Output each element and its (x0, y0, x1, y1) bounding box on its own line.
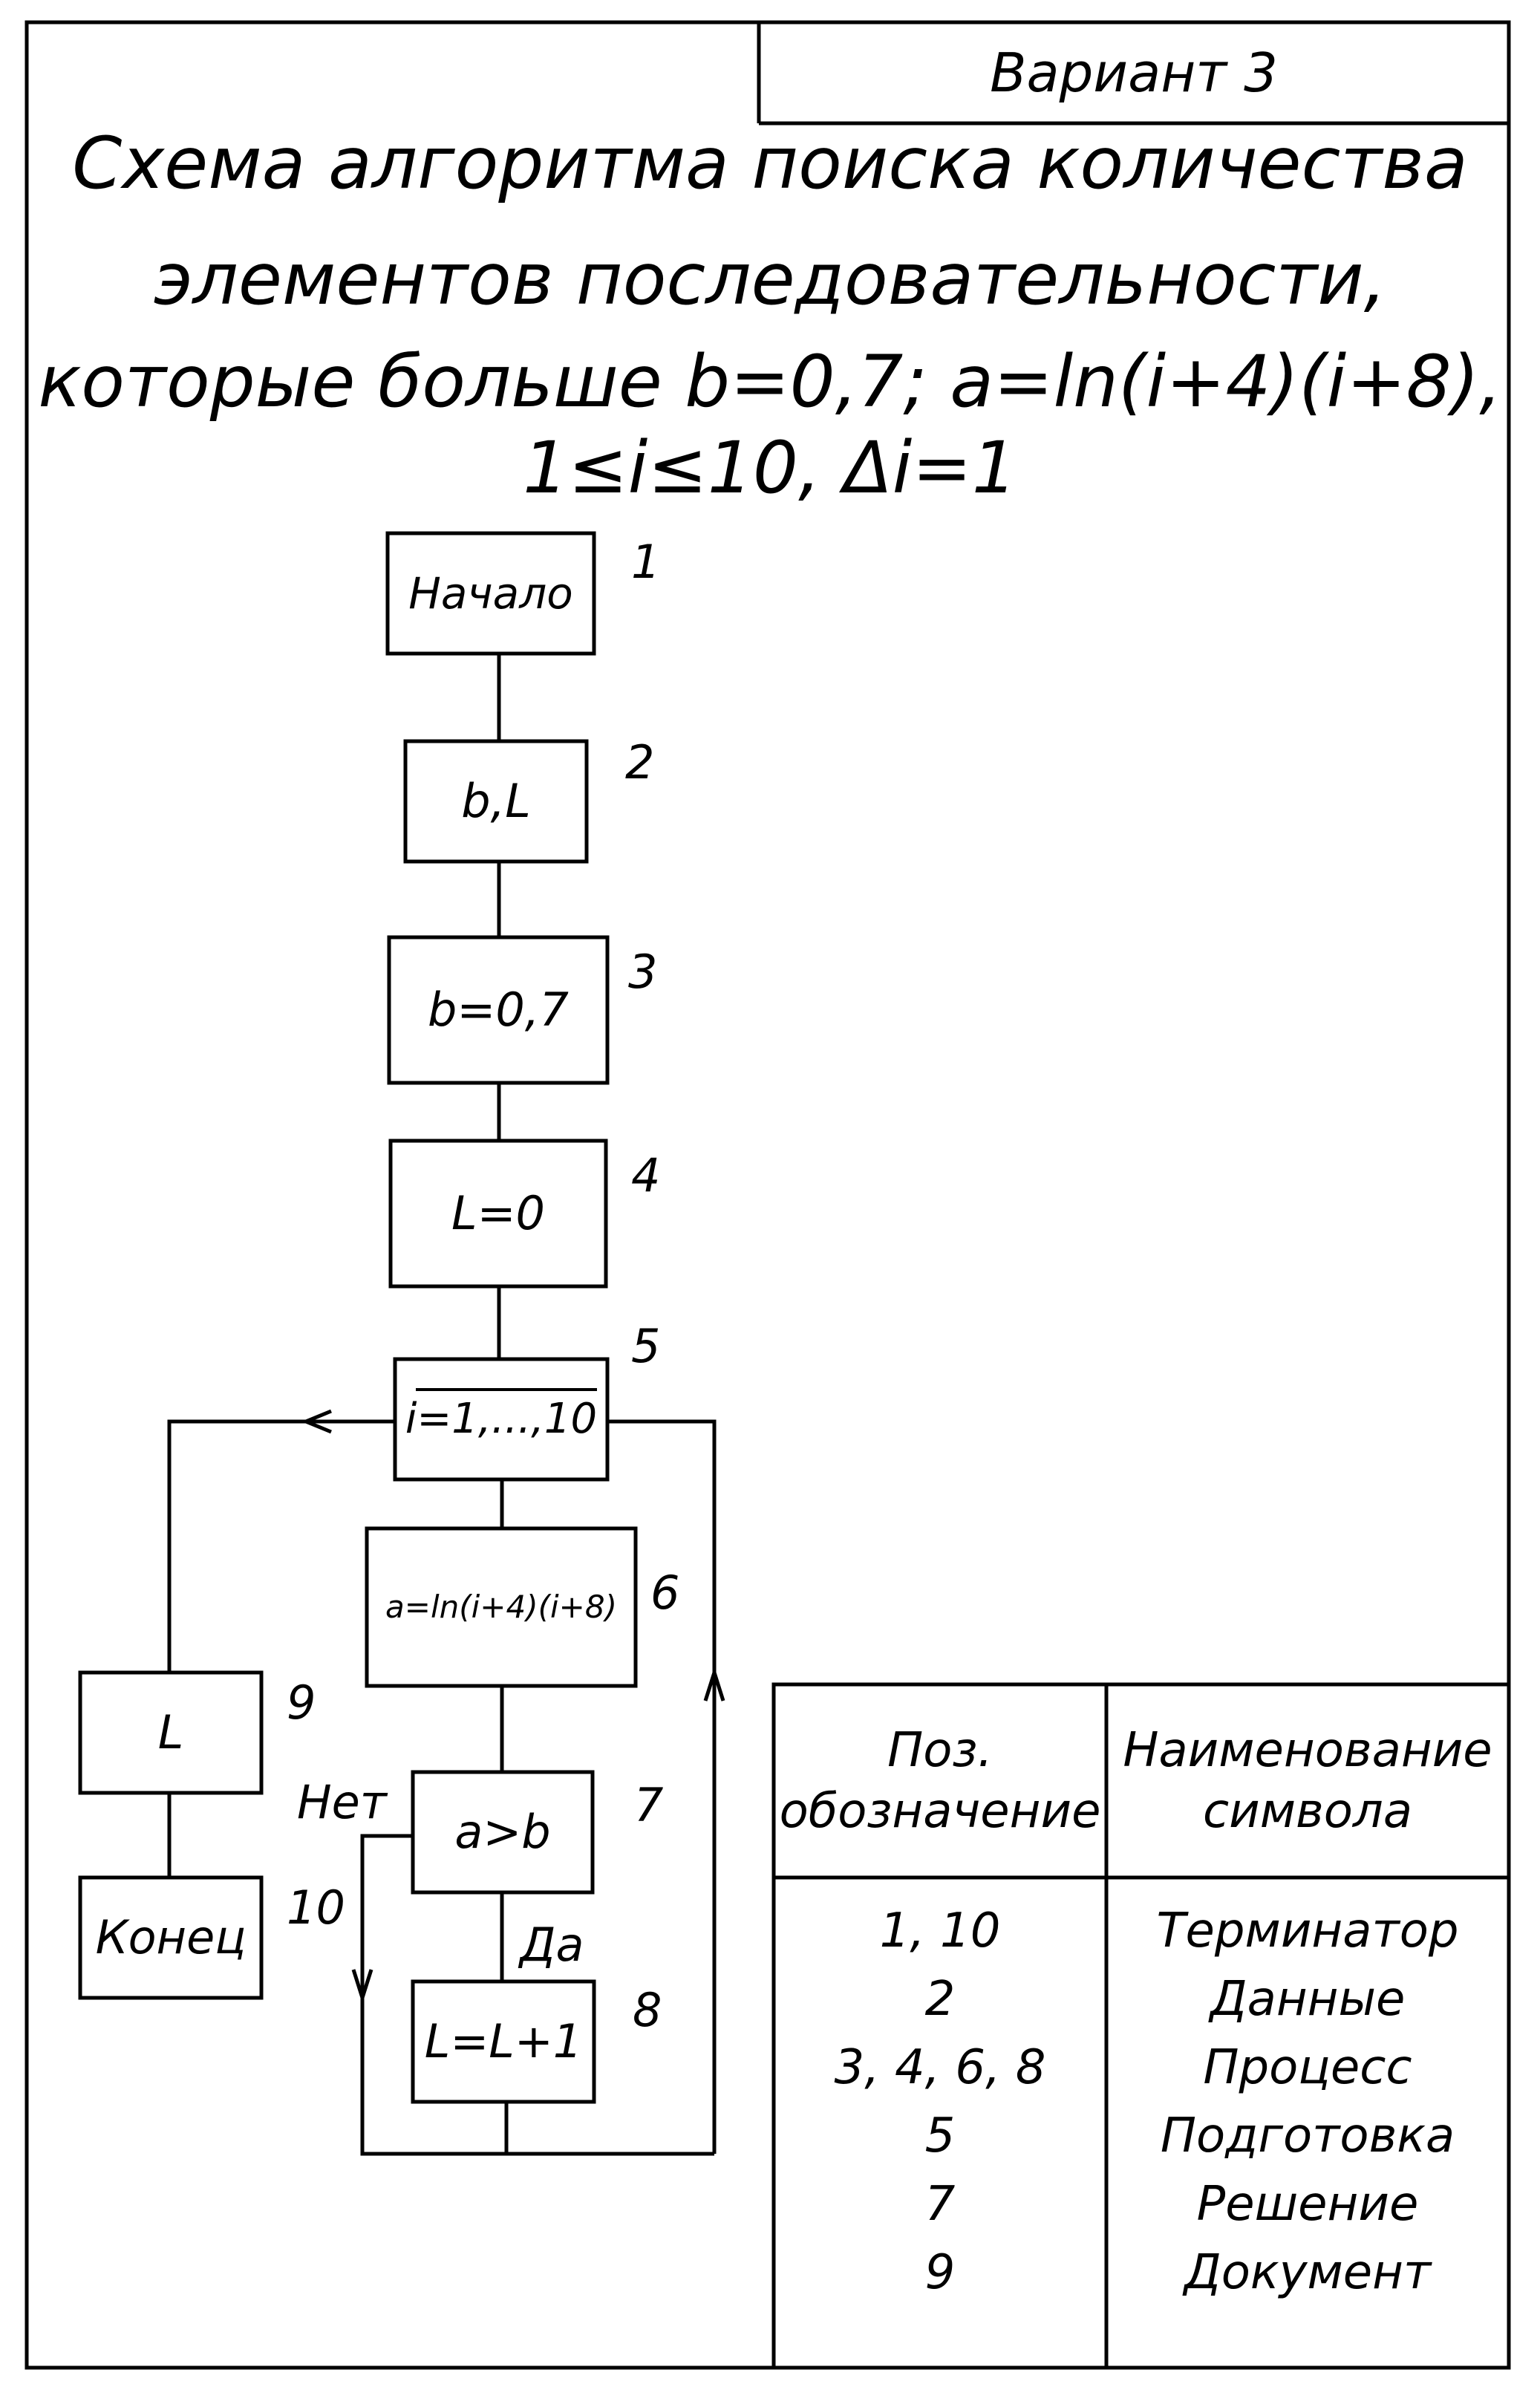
block-1-text: Начало (408, 568, 573, 619)
legend-header-position: Поз. обозначение (774, 1684, 1106, 1878)
block-8-text: L=L+1 (424, 2014, 583, 2068)
legend-row-1-name: Терминатор (1156, 1904, 1459, 1958)
block-5-text-overlined: i=1,...,10 (405, 1388, 598, 1443)
block-10-number: 10 (287, 1880, 345, 1935)
block-2-number: 2 (625, 735, 655, 789)
legend-row-4-pos: 5 (924, 2108, 956, 2163)
title-line-4: 1≤i≤10, Δi=1 (523, 426, 1017, 509)
title-line-1: Схема алгоритма поиска количества (72, 122, 1468, 205)
legend-header-position-line-1: Поз. (887, 1723, 993, 1778)
title-line-2: элементов последовательности, (153, 238, 1387, 321)
block-6-number: 6 (650, 1566, 680, 1620)
legend-column-position: 1, 10 2 3, 4, 6, 8 5 7 9 (774, 1897, 1106, 2307)
block-4-number: 4 (631, 1148, 661, 1202)
arrow-left (301, 1409, 332, 1434)
legend-row-2-name: Данные (1210, 1972, 1406, 2027)
block-1-number: 1 (631, 535, 661, 589)
legend-row-3-name: Процесс (1203, 2040, 1412, 2095)
legend-column-name: Терминатор Данные Процесс Подготовка Реш… (1106, 1897, 1509, 2307)
block-3-text: b=0,7 (428, 983, 569, 1037)
legend-row-4-name: Подготовка (1160, 2108, 1455, 2163)
legend-row-6-name: Документ (1184, 2245, 1432, 2300)
block-2-text: b,L (461, 774, 531, 828)
variant-label: Вариант 3 (990, 42, 1278, 104)
loop-exit-line (167, 1419, 395, 1673)
title-line-3: которые больше b=0,7; a=ln(i+4)(i+8), (38, 340, 1502, 423)
legend-row-3-pos: 3, 4, 6, 8 (834, 2040, 1046, 2095)
sheet-border (25, 20, 1511, 2370)
legend-header-name-line-1: Наименование (1123, 1723, 1492, 1778)
legend-row-2-pos: 2 (924, 1972, 956, 2027)
legend-header-name-line-2: символа (1202, 1784, 1413, 1839)
block-7-text: a>b (454, 1805, 551, 1859)
legend-row-5-name: Решение (1196, 2177, 1419, 2232)
block-5-number: 5 (631, 1319, 661, 1373)
block-2-data (403, 739, 589, 864)
block-9-number: 9 (287, 1676, 316, 1730)
legend-row-6-pos: 9 (924, 2245, 956, 2300)
block-10-text: Конец (95, 1910, 247, 1964)
arrow-down (351, 1969, 373, 2005)
legend-table-border (771, 1682, 1511, 2370)
block-7-number: 7 (634, 1778, 664, 1832)
block-5-text: i=1,...,10 (395, 1359, 607, 1479)
legend-header-name: Наименование символа (1106, 1684, 1509, 1878)
block-3-number: 3 (628, 945, 658, 999)
block-4-text: L=0 (451, 1186, 545, 1240)
arrow-up (703, 1666, 725, 1701)
legend-row-1-pos: 1, 10 (879, 1904, 1001, 1958)
loop-return-line (607, 1419, 717, 2154)
block-9-text: L (157, 1705, 184, 1759)
block-1-terminator (385, 531, 596, 656)
branch-no-label: Нет (297, 1775, 387, 1829)
legend-row-5-pos: 7 (924, 2177, 956, 2232)
overline-mark (415, 1388, 598, 1391)
block-6-text: a=ln(i+4)(i+8) (385, 1589, 617, 1625)
branch-yes-label: Да (520, 1918, 584, 1972)
block-5-label: i=1,...,10 (405, 1395, 598, 1443)
block-8-number: 8 (633, 1983, 662, 2037)
legend-header-position-line-2: обозначение (779, 1784, 1101, 1839)
